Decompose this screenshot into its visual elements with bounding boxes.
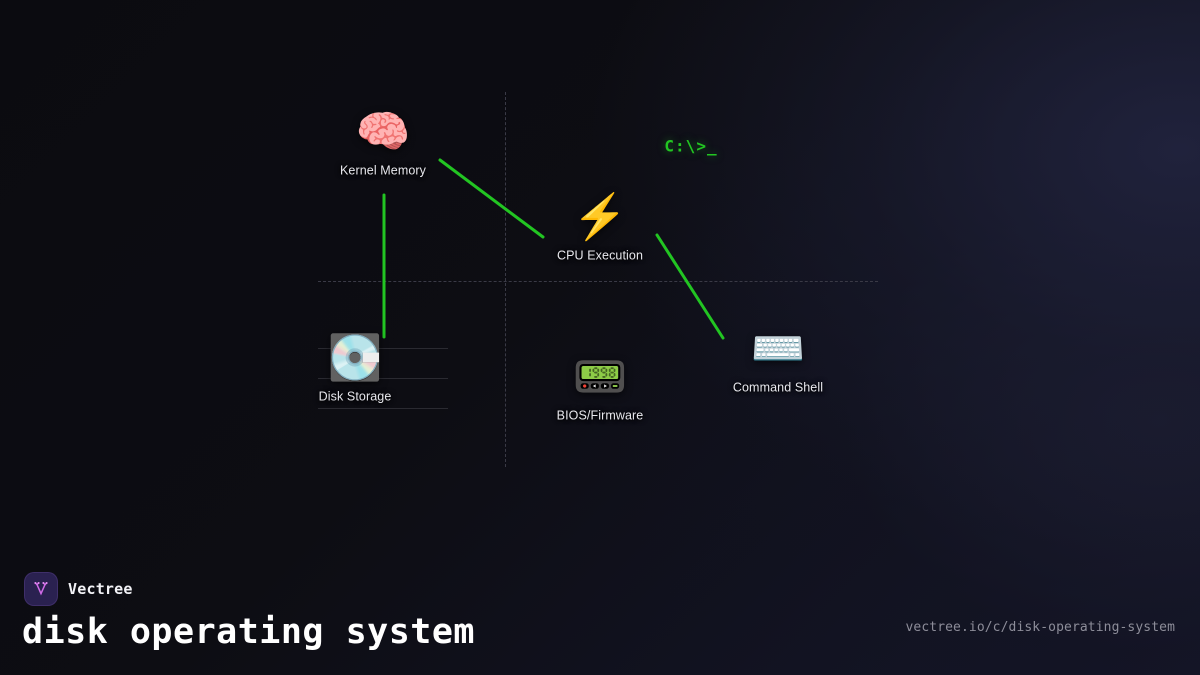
terminal-prompt-text: C:\>_: [664, 136, 718, 156]
node-kernel-memory[interactable]: 🧠 Kernel Memory: [339, 107, 427, 178]
node-cpu-execution[interactable]: ⚡ CPU Execution: [556, 192, 644, 263]
node-command-shell[interactable]: ⌨️ Command Shell: [732, 324, 824, 395]
link-cpu-to-shell: [655, 233, 725, 340]
brand-name: Vectree: [68, 580, 133, 598]
background-rule: [318, 408, 448, 409]
keyboard-icon: ⌨️: [750, 324, 806, 374]
node-label: CPU Execution: [556, 248, 644, 263]
page-title: disk operating system: [22, 612, 476, 652]
node-label: Kernel Memory: [339, 163, 427, 178]
node-label: Command Shell: [732, 380, 824, 395]
brain-icon: 🧠: [355, 107, 411, 157]
node-label: BIOS/Firmware: [556, 408, 644, 423]
node-label: Disk Storage: [318, 389, 392, 404]
axis-vertical-dashed: [505, 92, 506, 467]
background-rule: [318, 378, 448, 379]
footer: Vectree disk operating system vectree.io…: [0, 555, 1200, 675]
node-bios-firmware[interactable]: 📟 BIOS/Firmware: [556, 352, 644, 423]
pager-icon: 📟: [572, 352, 628, 402]
axis-horizontal-dashed: [318, 281, 878, 282]
vectree-logo-icon: [24, 572, 58, 606]
background-rule: [318, 348, 448, 349]
computer-disk-icon: 💽: [327, 333, 383, 383]
lightning-bolt-icon: ⚡: [572, 192, 628, 242]
node-disk-storage[interactable]: 💽 Disk Storage: [318, 333, 392, 404]
link-kernel-to-cpu: [438, 158, 545, 239]
brand[interactable]: Vectree: [24, 572, 133, 606]
footer-url: vectree.io/c/disk-operating-system: [905, 620, 1175, 635]
